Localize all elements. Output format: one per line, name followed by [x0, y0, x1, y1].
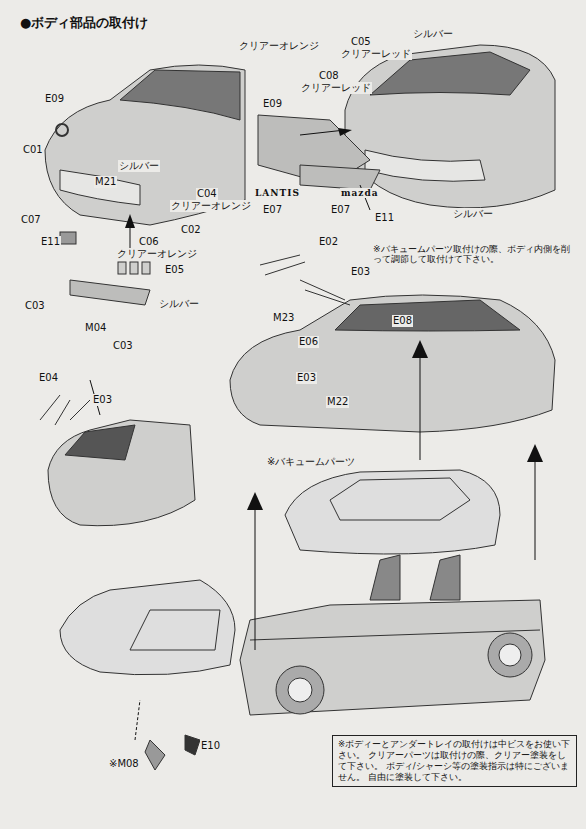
part-label: E06 — [298, 336, 319, 348]
part-label: LANTIS — [254, 188, 301, 198]
part-label: C03 — [112, 340, 134, 352]
part-label: シルバー — [158, 298, 200, 310]
part-label: C05 — [350, 36, 372, 48]
part-label: E03 — [350, 266, 371, 278]
part-label: mazda — [340, 188, 380, 198]
note-text: ※バキュームパーツ取付けの際、ボディ内側を削って調節して取付けて下さい。 — [372, 244, 579, 265]
part-label: C08 — [318, 70, 340, 82]
part-label: クリアーレッド — [300, 82, 372, 94]
part-label: M21 — [94, 176, 117, 188]
part-label: M04 — [84, 322, 107, 334]
part-label: シルバー — [118, 160, 160, 172]
part-label: E03 — [92, 394, 113, 406]
note-box: ※ボディーとアンダートレイの取付けは中ビスをお使い下さい。 クリアーパーツは取付… — [332, 735, 577, 787]
part-label: C07 — [20, 214, 42, 226]
part-label: E10 — [200, 740, 221, 752]
part-label: E08 — [392, 315, 413, 327]
part-label: E11 — [374, 212, 395, 224]
part-label: E09 — [262, 98, 283, 110]
part-label: クリアーレッド — [340, 48, 412, 60]
part-label: C04 — [196, 188, 218, 200]
part-label: シルバー — [452, 208, 494, 220]
part-label: E11 — [40, 236, 61, 248]
part-label: シルバー — [412, 28, 454, 40]
note-text: ※M08 — [108, 758, 140, 770]
part-label: E07 — [262, 204, 283, 216]
part-label: クリアーオレンジ — [170, 200, 252, 212]
part-label: E02 — [318, 236, 339, 248]
part-label: M23 — [272, 312, 295, 324]
part-label: E05 — [164, 264, 185, 276]
part-label: C02 — [180, 224, 202, 236]
part-label: E07 — [330, 204, 351, 216]
part-label: E09 — [44, 93, 65, 105]
part-label: E03 — [296, 372, 317, 384]
part-label: C01 — [22, 144, 44, 156]
part-label: クリアーオレンジ — [116, 248, 198, 260]
page-title: ●ボディ部品の取付け — [20, 14, 148, 32]
part-label: クリアーオレンジ — [238, 40, 320, 52]
part-label: E04 — [38, 372, 59, 384]
note-text: ※バキュームパーツ — [266, 456, 356, 468]
part-label: M22 — [326, 396, 349, 408]
part-label: C03 — [24, 300, 46, 312]
note-text: ※ボディーとアンダートレイの取付けは中ビスをお使い下さい。 クリアーパーツは取付… — [338, 739, 571, 783]
part-label: C06 — [138, 236, 160, 248]
